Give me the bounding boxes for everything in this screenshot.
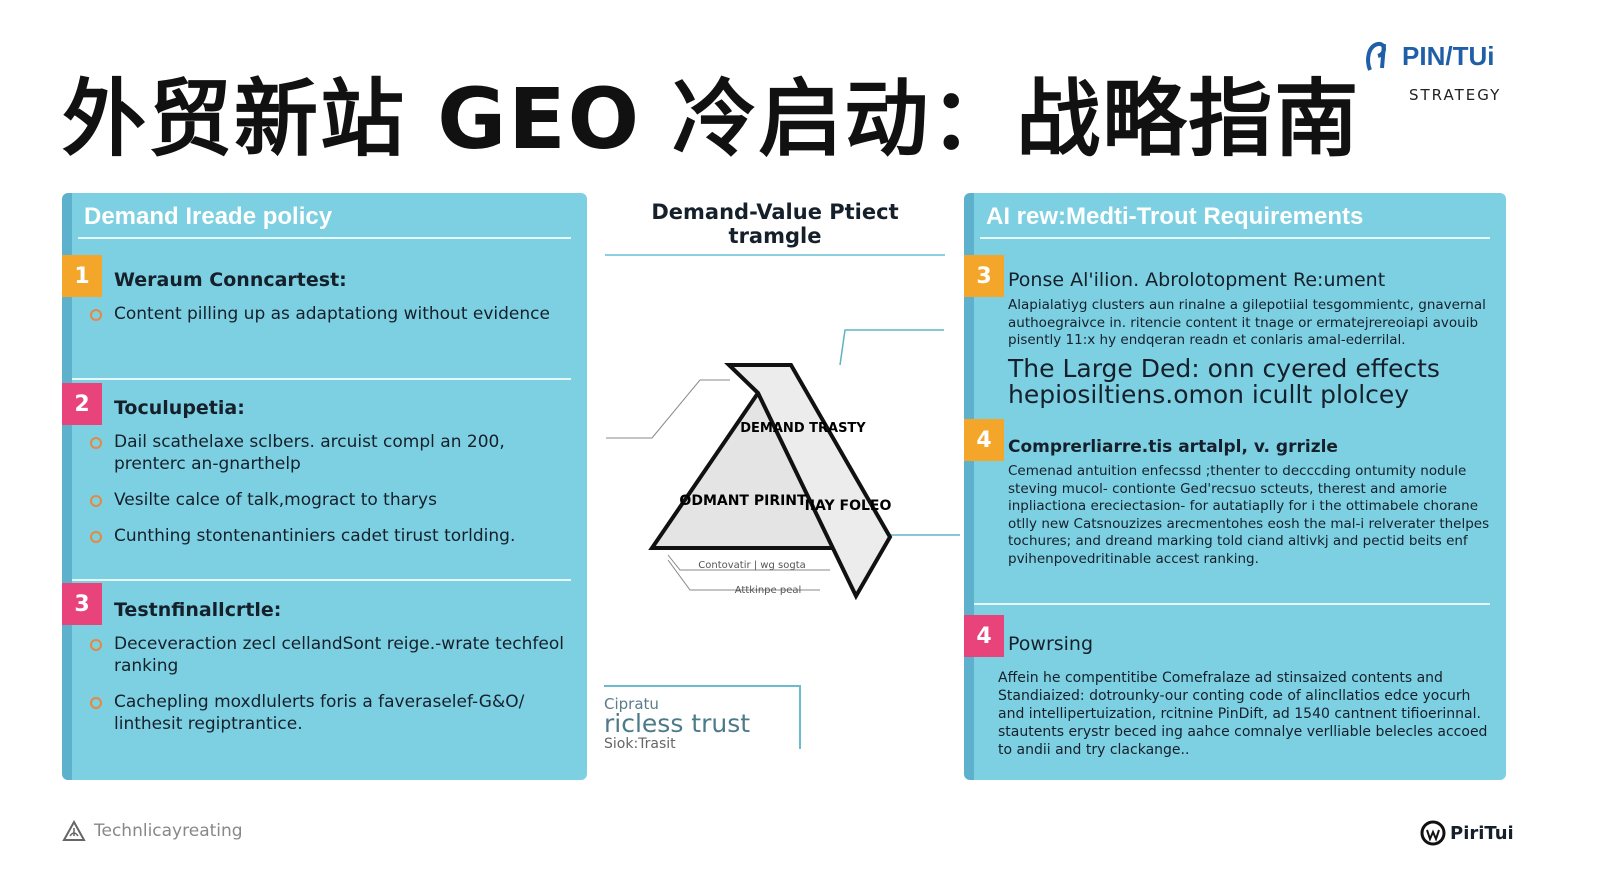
- pintui-logo-icon: [1420, 820, 1446, 846]
- list-item: Dail scathelaxe sclbers. arcuist compl a…: [90, 431, 587, 475]
- page-title: 外贸新站 GEO 冷启动：战略指南: [62, 70, 1361, 168]
- badge-3: 3: [964, 255, 1004, 297]
- logo-name: PIN/TUi: [1402, 40, 1495, 71]
- left-section-1: 1 Weraum Conncartest: Content pilling up…: [62, 255, 587, 339]
- list-item: Vesilte calce of talk,mogract to tharys: [90, 489, 587, 511]
- connector-line: [606, 379, 730, 439]
- trust-label-b: ricless trust: [604, 709, 751, 738]
- label-bottom-2: Attkinpe peal: [735, 585, 802, 596]
- footer-left-text: Technlicayreating: [94, 821, 243, 841]
- section-body: Cemenad antuition enfecssd ;thenter to d…: [1008, 463, 1490, 567]
- left-panel: Demand Ireade policy 1 Weraum Conncartes…: [62, 193, 587, 780]
- band-shape: [724, 363, 893, 601]
- list-item: Cachepling moxdlulerts foris a faverasel…: [90, 691, 587, 735]
- footer-right: PiriTui: [1420, 820, 1514, 846]
- section-body: Alapialatiyg clusters aun rinalne a gile…: [1008, 297, 1486, 348]
- diagram-title: Demand-Value Ptiect tramgle: [605, 200, 945, 256]
- divider: [974, 603, 1490, 605]
- dimension-line: [667, 559, 820, 591]
- left-section-3: 3 Testnfinallcrtle: Deceveraction zecl c…: [62, 583, 587, 749]
- right-panel-title: AI rew:Medti-Trout Requirements: [980, 193, 1490, 239]
- connector-line: [839, 329, 944, 366]
- section-title: Testnfinallcrtle:: [114, 599, 282, 621]
- badge-1: 1: [62, 255, 102, 297]
- dimension-line: [667, 554, 830, 571]
- badge-4b: 4: [964, 615, 1004, 657]
- list-item: Cunthing stontenantiniers cadet tirust t…: [90, 525, 587, 547]
- right-section-3: 4 Powrsing Affein he compentitibe Comefr…: [964, 615, 1506, 759]
- section-title: Toculupetia:: [114, 397, 245, 419]
- divider: [72, 378, 571, 380]
- label-right: IIAY FOLEO: [805, 498, 892, 514]
- footer-right-text: PiriTui: [1450, 822, 1514, 844]
- footer-left: Technlicayreating: [62, 820, 243, 842]
- divider: [72, 579, 571, 581]
- trust-label-c: Siok:Trasit: [604, 736, 676, 752]
- section-title: Powrsing: [1008, 633, 1094, 655]
- list-item: Content pilling up as adaptationg withou…: [90, 303, 587, 325]
- section-highlight: The Large Ded: onn cyered effects hepios…: [1008, 353, 1440, 409]
- brand-logo: PIN/TUi STRATEGY: [1364, 40, 1514, 104]
- badge-2: 2: [62, 383, 102, 425]
- list-item: Deceveraction zecl cellandSont reige.-wr…: [90, 633, 587, 677]
- label-top: DEMAND TRASTY: [740, 421, 866, 436]
- section-body: Affein he compentitibe Comefralaze ad st…: [998, 670, 1488, 758]
- triangle-diagram: DEMAND TRASTY ODMANT PIRINT IIAY FOLEO C…: [606, 329, 960, 601]
- label-bottom-1: Contovatir | wg sogta: [698, 560, 806, 571]
- badge-3: 3: [62, 583, 102, 625]
- label-left: ODMANT PIRINT: [679, 493, 807, 509]
- trust-box: Cipratu ricless trust Siok:Trasit: [604, 685, 801, 752]
- section-title: Comprerliarre.tis artalpl, v. grrizle: [1008, 437, 1338, 457]
- left-panel-title: Demand Ireade policy: [78, 193, 571, 239]
- right-section-1: 3 Ponse Al'ilion. Abrolotopment Re:ument…: [964, 255, 1506, 409]
- left-section-2: 2 Toculupetia: Dail scathelaxe sclbers. …: [62, 383, 587, 561]
- section-title: Ponse Al'ilion. Abrolotopment Re:ument: [1008, 269, 1386, 291]
- right-section-2: 4 Comprerliarre.tis artalpl, v. grrizle …: [964, 419, 1506, 568]
- section-title: Weraum Conncartest:: [114, 269, 347, 291]
- right-panel: AI rew:Medti-Trout Requirements 3 Ponse …: [964, 193, 1506, 780]
- warning-triangle-icon: [62, 820, 86, 841]
- badge-4: 4: [964, 419, 1004, 461]
- logo-sub: STRATEGY: [1409, 86, 1502, 104]
- pintui-logo-icon: [1366, 42, 1386, 71]
- trust-label-a: Cipratu: [604, 695, 659, 713]
